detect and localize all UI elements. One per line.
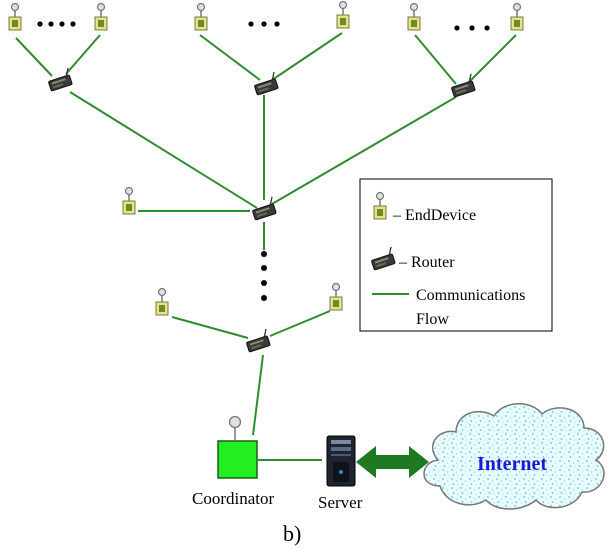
end-device-icon bbox=[329, 282, 343, 311]
coordinator-label: Coordinator bbox=[192, 489, 274, 508]
link bbox=[69, 91, 258, 209]
server-label: Server bbox=[318, 493, 363, 512]
coordinator-antenna-icon bbox=[228, 415, 242, 429]
internet-cloud: Internet bbox=[423, 403, 605, 510]
link bbox=[271, 96, 457, 205]
link bbox=[271, 32, 343, 81]
end-device-icon bbox=[194, 2, 208, 31]
server-icon bbox=[326, 435, 356, 487]
router-icon bbox=[249, 196, 278, 221]
cloud-icon bbox=[423, 403, 605, 510]
end-device-icon bbox=[155, 287, 169, 316]
link bbox=[15, 37, 53, 77]
end-device-icon bbox=[510, 2, 524, 31]
link bbox=[467, 34, 517, 84]
figure-caption: b) bbox=[283, 521, 301, 546]
router-icon bbox=[243, 328, 272, 353]
end-device-icon bbox=[336, 0, 350, 29]
end-device-icon bbox=[407, 2, 421, 31]
router-icon bbox=[448, 73, 477, 98]
legend-end-device-label: – EndDevice bbox=[392, 207, 476, 224]
end-device-icon bbox=[122, 186, 136, 215]
link bbox=[252, 354, 264, 436]
server: Server bbox=[318, 435, 363, 512]
legend-flow-label-line2: Flow bbox=[416, 311, 449, 328]
links bbox=[15, 32, 517, 461]
legend-flow-label-line1: Communications bbox=[416, 287, 525, 304]
link bbox=[269, 310, 331, 337]
internet-label: Internet bbox=[477, 453, 547, 475]
legend-router-label: – Router bbox=[398, 254, 455, 271]
coordinator: Coordinator bbox=[192, 415, 274, 508]
ellipsis-dots bbox=[37, 21, 490, 301]
link bbox=[65, 34, 101, 75]
end-device-icon bbox=[8, 2, 22, 31]
double-arrow-icon bbox=[356, 446, 429, 478]
link bbox=[171, 316, 249, 339]
link bbox=[199, 34, 261, 81]
link bbox=[414, 34, 457, 85]
router-icon bbox=[251, 71, 280, 96]
legend: – EndDevice – Router Communications Flow bbox=[359, 178, 553, 332]
coordinator-box bbox=[217, 440, 258, 479]
end-device-icon bbox=[94, 2, 108, 31]
